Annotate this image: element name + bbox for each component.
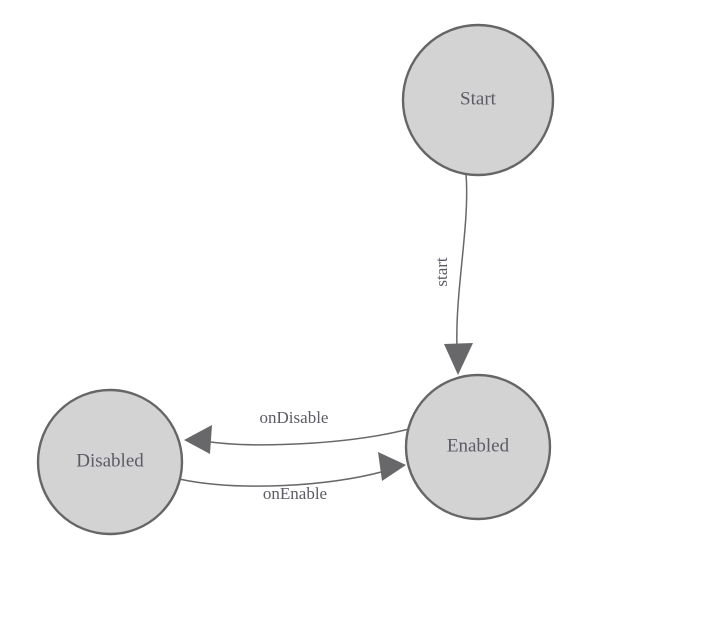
edge-start-to-enabled-arrowhead [444, 343, 473, 375]
edge-enabled-to-disabled-path [202, 428, 410, 446]
edge-disabled-to-enabled-path [178, 470, 386, 487]
edge-start-to-enabled-label: start [432, 257, 451, 287]
state-node-enabled-circle [404, 373, 552, 521]
state-node-start[interactable]: Start [401, 23, 555, 177]
edge-disabled-to-enabled-arrowhead [378, 452, 406, 481]
edge-enabled-to-disabled-arrowhead [184, 425, 212, 454]
state-node-disabled[interactable]: Disabled [36, 388, 184, 536]
state-node-disabled-label: Disabled [76, 450, 144, 471]
edge-disabled-to-enabled[interactable]: onEnable [178, 452, 406, 503]
edge-enabled-to-disabled-label: onDisable [260, 408, 329, 427]
edge-start-to-enabled[interactable]: start [432, 173, 473, 375]
state-node-enabled-label: Enabled [447, 435, 510, 456]
state-node-start-circle [401, 23, 555, 177]
edge-disabled-to-enabled-label: onEnable [263, 484, 327, 503]
edge-enabled-to-disabled[interactable]: onDisable [184, 408, 410, 454]
state-node-enabled[interactable]: Enabled [404, 373, 552, 521]
edge-start-to-enabled-path [456, 173, 468, 349]
state-node-disabled-circle [36, 388, 184, 536]
state-node-start-label: Start [460, 88, 497, 109]
